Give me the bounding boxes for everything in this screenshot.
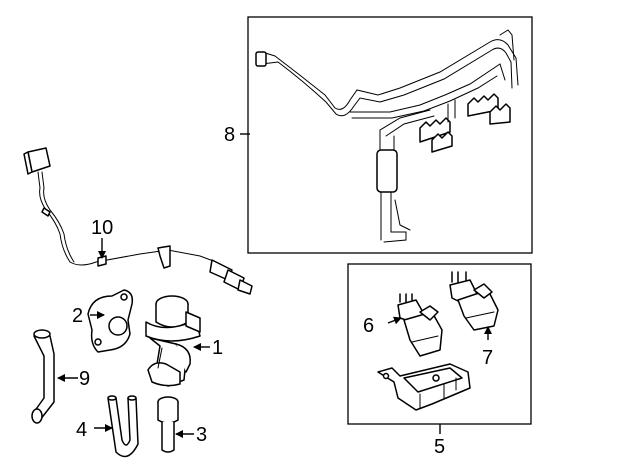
callout-1: 1 [212, 337, 223, 359]
callout-8: 8 [224, 124, 235, 146]
solenoid-bracket-drawing [377, 363, 471, 411]
gasket-drawing [87, 289, 134, 353]
bent-tube-drawing [31, 329, 55, 424]
callout-6: 6 [363, 315, 374, 337]
vacuum-harness-drawing [255, 29, 519, 243]
callout-3: 3 [196, 424, 207, 446]
callout-10: 10 [91, 217, 113, 239]
oxygen-sensor-drawing [23, 147, 253, 295]
callout-4: 4 [76, 419, 87, 441]
solenoid-6-drawing [397, 293, 443, 357]
callout-7: 7 [482, 347, 493, 369]
callout-2: 2 [72, 305, 83, 327]
egr-valve-drawing [145, 295, 201, 387]
callout-5: 5 [434, 436, 445, 458]
u-hose-drawing [107, 395, 139, 458]
solenoid-7-drawing [449, 271, 499, 331]
vacuum-harness-box [247, 16, 533, 254]
callout-9: 9 [79, 368, 90, 390]
hose-connector-drawing [157, 396, 179, 453]
